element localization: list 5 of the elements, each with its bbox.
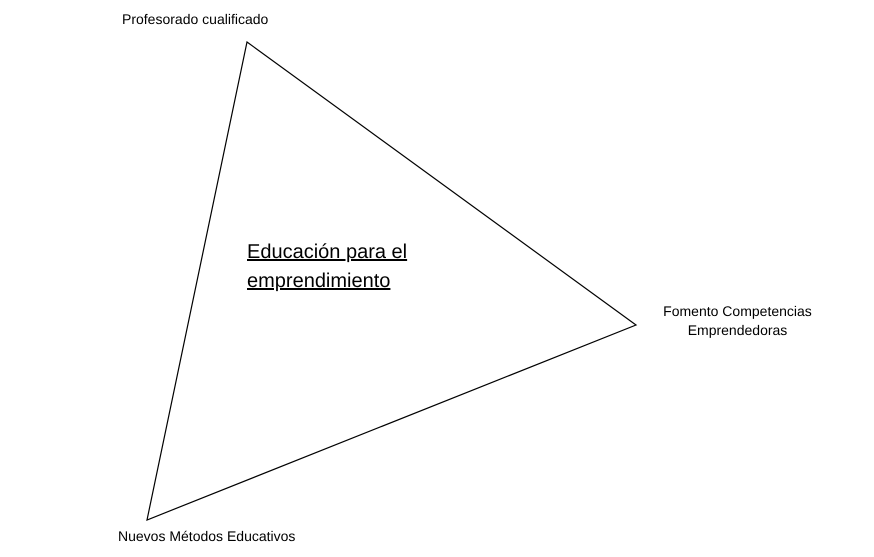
node-label: Educación para el emprendimiento bbox=[247, 240, 408, 294]
vertex-label: Fomento Competencias Emprendedoras bbox=[662, 302, 813, 340]
vertex-label: Nuevos Métodos Educativos bbox=[118, 527, 296, 546]
triangle-shape bbox=[147, 42, 636, 520]
vertex-label: Profesorado cualificado bbox=[122, 10, 270, 29]
